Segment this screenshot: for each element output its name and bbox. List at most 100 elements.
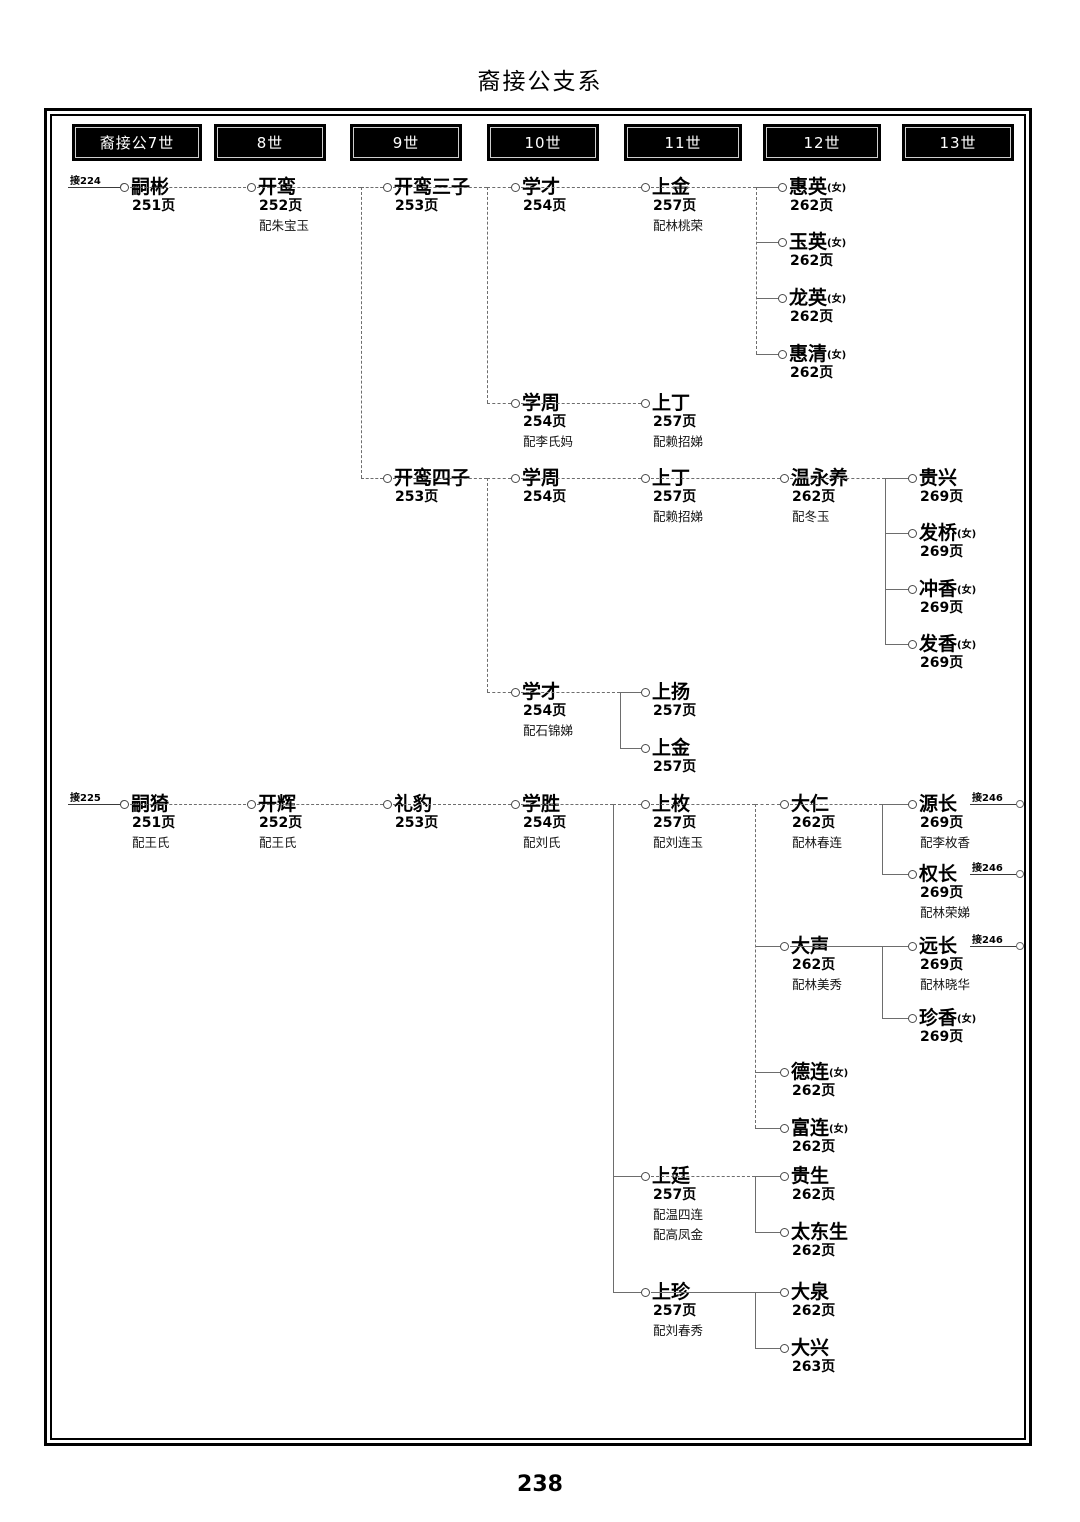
link-to-chongxiang — [885, 589, 908, 590]
node-page-ref: 253页 — [395, 489, 439, 505]
link-to-daxing — [755, 1348, 780, 1349]
node-name: 富连(女) — [791, 1117, 849, 1139]
link-siqi-kaihui — [130, 804, 246, 805]
node-name: 源长 — [919, 793, 958, 815]
link-to-xuezhou-b — [487, 478, 511, 479]
link-to-shangmei — [613, 804, 641, 805]
node-page-ref: 253页 — [395, 815, 439, 831]
continuation-line — [970, 804, 1016, 805]
link-wenyongyang-out — [790, 478, 885, 479]
node-name: 太东生 — [791, 1221, 849, 1243]
node-page-ref: 269页 — [920, 815, 964, 831]
node-page-ref: 262页 — [792, 1139, 836, 1155]
node-marker — [780, 942, 789, 951]
node-page-ref: 262页 — [790, 309, 834, 325]
continuation-endpoint-dot — [1016, 870, 1024, 878]
node-name: 远长 — [919, 935, 958, 957]
continuation-label: 接225 — [70, 793, 101, 804]
link-to-huiqing — [756, 354, 778, 355]
generation-header-label: 裔接公7世 — [75, 127, 199, 158]
node-page-ref: 262页 — [790, 198, 834, 214]
generation-header-10: 10世 — [487, 124, 599, 161]
generation-header-label: 11世 — [627, 127, 739, 158]
generation-header-label: 13世 — [905, 127, 1011, 158]
link-to-xuezhou-a — [487, 403, 511, 404]
node-spouse: 配刘氏 — [523, 835, 561, 850]
node-marker — [641, 1288, 650, 1297]
node-name: 贵兴 — [919, 467, 958, 489]
continuation-line — [68, 804, 120, 805]
link-to-yuanchang — [882, 804, 908, 805]
node-page-ref: 262页 — [792, 957, 836, 973]
continuation-label: 接246 — [972, 863, 1003, 874]
node-marker — [908, 585, 917, 594]
node-marker — [641, 183, 650, 192]
female-mark: (女) — [827, 238, 847, 249]
generation-header-label: 8世 — [217, 127, 323, 158]
node-page-ref: 254页 — [523, 414, 567, 430]
generation-header-13: 13世 — [902, 124, 1014, 161]
node-marker — [908, 529, 917, 538]
link-shangting-out — [651, 1176, 755, 1177]
link-sibin-kailuan — [130, 187, 246, 188]
node-marker — [778, 350, 787, 359]
link-to-xuecai-b — [487, 692, 511, 693]
link-xuezhou-b-shangding-b — [521, 478, 641, 479]
link-to-quanchang — [882, 874, 908, 875]
node-page-ref: 269页 — [920, 600, 964, 616]
node-marker — [511, 399, 520, 408]
node-page-ref: 262页 — [792, 815, 836, 831]
node-page-ref: 254页 — [523, 815, 567, 831]
node-page-ref: 262页 — [792, 1083, 836, 1099]
page-number: 238 — [517, 1472, 563, 1497]
node-page-ref: 262页 — [792, 489, 836, 505]
node-name: 玉英(女) — [789, 231, 847, 253]
link-to-faxiang — [885, 644, 908, 645]
node-name: 发香(女) — [919, 633, 977, 655]
node-marker — [780, 1344, 789, 1353]
node-spouse: 配李氏妈 — [523, 434, 574, 449]
generation-header-9: 9世 — [350, 124, 462, 161]
female-mark: (女) — [827, 350, 847, 361]
node-spouse: 配王氏 — [259, 835, 297, 850]
node-marker — [908, 942, 917, 951]
node-page-ref: 262页 — [792, 1187, 836, 1203]
page-title: 裔接公支系 — [477, 69, 603, 95]
link-libao-xuesheng — [393, 804, 511, 805]
node-page-ref: 254页 — [523, 703, 567, 719]
node-marker — [780, 800, 789, 809]
bracket-xuecai-b-children — [620, 692, 621, 748]
continuation-endpoint-dot — [1016, 942, 1024, 950]
link-to-huiying — [756, 187, 778, 188]
generation-header-7: 裔接公7世 — [72, 124, 202, 161]
link-to-taidongsheng — [755, 1232, 780, 1233]
female-mark: (女) — [957, 585, 977, 596]
bracket-xuesheng-children — [613, 804, 614, 1292]
link-to-kailuan4 — [361, 478, 383, 479]
node-page-ref: 257页 — [653, 489, 697, 505]
node-page-ref: 257页 — [653, 414, 697, 430]
link-xuecai-a-shangjin-a — [521, 187, 641, 188]
node-page-ref: 269页 — [920, 489, 964, 505]
node-spouse-second: 配高凤金 — [653, 1227, 704, 1242]
generation-header-label: 10世 — [490, 127, 596, 158]
bracket-kailuan-children — [361, 187, 362, 478]
node-marker — [780, 1124, 789, 1133]
link-to-xuecai-a — [487, 187, 511, 188]
female-mark: (女) — [957, 529, 977, 540]
link-to-guisheng — [755, 1176, 780, 1177]
node-spouse: 配林桃荣 — [653, 218, 704, 233]
node-page-ref: 262页 — [790, 253, 834, 269]
bracket-shangmei-children — [755, 804, 756, 1128]
continuation-label: 接246 — [972, 793, 1003, 804]
node-page-ref: 262页 — [792, 1303, 836, 1319]
node-spouse: 配石锦娣 — [523, 723, 574, 738]
generation-header-8: 8世 — [214, 124, 326, 161]
link-to-guixing — [885, 478, 908, 479]
node-marker — [641, 744, 650, 753]
node-spouse: 配林晓华 — [920, 977, 971, 992]
link-shangmei-out — [651, 804, 755, 805]
generation-header-11: 11世 — [624, 124, 742, 161]
node-name: 发桥(女) — [919, 522, 977, 544]
node-spouse: 配刘连玉 — [653, 835, 704, 850]
